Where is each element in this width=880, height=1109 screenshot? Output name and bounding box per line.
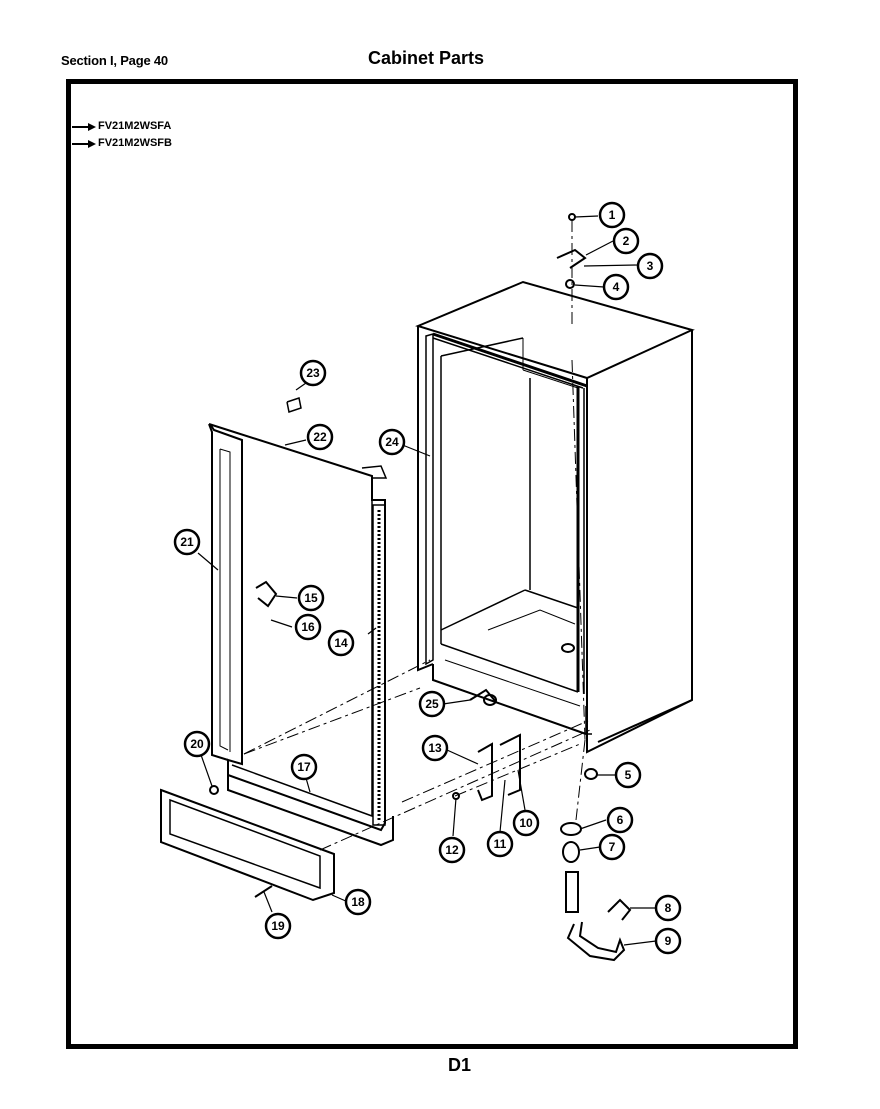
- callout-24: 24: [378, 428, 406, 456]
- callout-number: 4: [613, 280, 620, 294]
- callout-18: 18: [344, 888, 372, 916]
- callout-4: 4: [602, 273, 630, 301]
- callout-circle: [654, 894, 682, 922]
- callout-circle: [598, 201, 626, 229]
- callout-circle: [294, 613, 322, 641]
- model-number: FV21M2WSFB: [98, 137, 172, 149]
- callout-circle: [264, 912, 292, 940]
- callout-1: 1: [598, 201, 626, 229]
- callout-circle: [438, 836, 466, 864]
- callout-number: 23: [306, 366, 320, 380]
- callout-10: 10: [512, 809, 540, 837]
- callout-number: 6: [617, 813, 624, 827]
- callout-number: 16: [301, 620, 315, 634]
- model-item: FV21M2WSFA: [72, 118, 172, 135]
- callout-15: 15: [297, 584, 325, 612]
- callout-circle: [299, 359, 327, 387]
- diagram-frame: [66, 79, 798, 1049]
- callout-number: 17: [297, 760, 311, 774]
- callout-circle: [512, 809, 540, 837]
- callout-22: 22: [306, 423, 334, 451]
- callout-19: 19: [264, 912, 292, 940]
- callout-9: 9: [654, 927, 682, 955]
- callout-circle: [290, 753, 318, 781]
- arrow-icon: [72, 122, 96, 131]
- arrow-icon: [72, 139, 96, 148]
- callout-6: 6: [606, 806, 634, 834]
- callout-number: 14: [334, 636, 348, 650]
- callout-circle: [418, 690, 446, 718]
- callout-number: 3: [647, 259, 654, 273]
- callout-14: 14: [327, 629, 355, 657]
- page-title: Cabinet Parts: [368, 48, 485, 68]
- callout-circle: [183, 730, 211, 758]
- cabinet-top: [415, 280, 695, 380]
- callout-number: 22: [313, 430, 327, 444]
- callout-number: 5: [625, 768, 632, 782]
- callout-number: 18: [351, 895, 365, 909]
- callout-circle: [602, 273, 630, 301]
- model-number: FV21M2WSFA: [98, 120, 172, 132]
- callout-circle: [636, 252, 664, 280]
- model-list: FV21M2WSFA FV21M2WSFB: [72, 118, 172, 152]
- callout-circle: [486, 830, 514, 858]
- callout-21: 21: [173, 528, 201, 556]
- callout-3: 3: [636, 252, 664, 280]
- callout-number: 20: [190, 737, 204, 751]
- callout-number: 1: [609, 208, 616, 222]
- callout-5: 5: [614, 761, 642, 789]
- callout-circle: [327, 629, 355, 657]
- callout-17: 17: [290, 753, 318, 781]
- callout-circle: [612, 227, 640, 255]
- callout-circle: [173, 528, 201, 556]
- callout-16: 16: [294, 613, 322, 641]
- callout-7: 7: [598, 833, 626, 861]
- callout-number: 8: [665, 901, 672, 915]
- callout-number: 15: [304, 591, 318, 605]
- callout-number: 19: [271, 919, 285, 933]
- callout-circle: [306, 423, 334, 451]
- callout-number: 7: [609, 840, 616, 854]
- callout-number: 2: [623, 234, 630, 248]
- callout-2: 2: [612, 227, 640, 255]
- callout-number: 21: [180, 535, 194, 549]
- callout-20: 20: [183, 730, 211, 758]
- model-item: FV21M2WSFB: [72, 135, 172, 152]
- callout-25: 25: [418, 690, 446, 718]
- leader-lines: [197, 215, 657, 946]
- callout-circle: [421, 734, 449, 762]
- callout-23: 23: [299, 359, 327, 387]
- page-code: D1: [448, 1055, 472, 1075]
- callout-11: 11: [486, 830, 514, 858]
- callout-number: 10: [519, 816, 533, 830]
- callout-number: 12: [445, 843, 459, 857]
- callout-8: 8: [654, 894, 682, 922]
- callout-number: 13: [428, 741, 442, 755]
- callout-number: 11: [494, 837, 507, 851]
- callout-number: 9: [665, 934, 672, 948]
- callouts: 1234567891011121314151617181920212223242…: [173, 201, 682, 955]
- cabinet-drawing: [160, 213, 695, 962]
- callout-number: 25: [425, 697, 439, 711]
- callout-circle: [606, 806, 634, 834]
- callout-circle: [344, 888, 372, 916]
- callout-circle: [614, 761, 642, 789]
- callout-circle: [654, 927, 682, 955]
- callout-circle: [598, 833, 626, 861]
- assembly-lines: [243, 220, 591, 851]
- callout-12: 12: [438, 836, 466, 864]
- section-page-label: Section I, Page 40: [61, 53, 168, 68]
- callout-circle: [297, 584, 325, 612]
- callout-circle: [378, 428, 406, 456]
- callout-number: 24: [385, 435, 399, 449]
- callout-13: 13: [421, 734, 449, 762]
